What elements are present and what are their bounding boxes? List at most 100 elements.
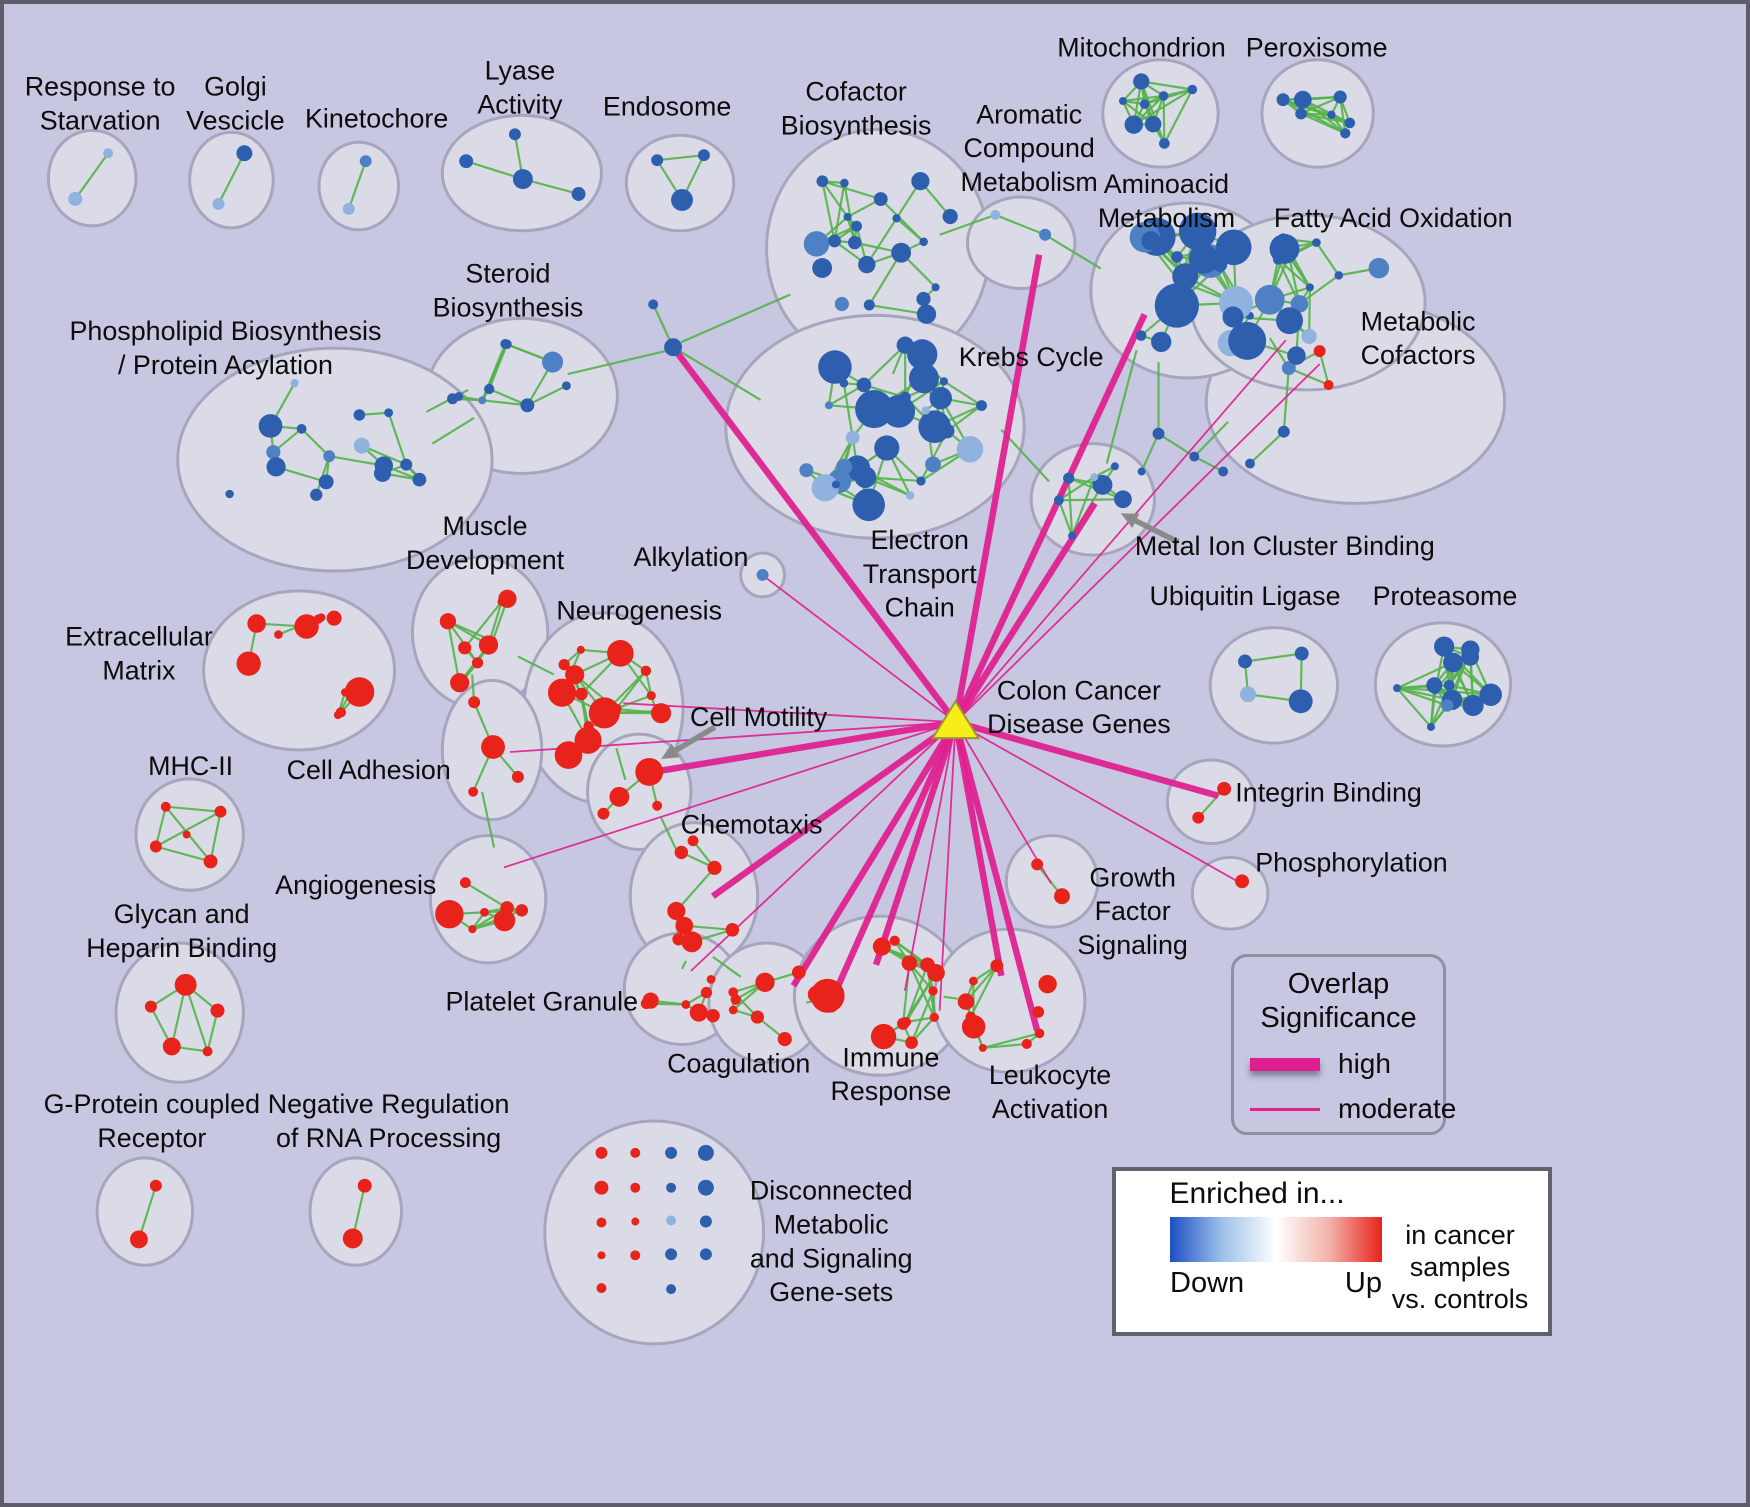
gene-set-node-chemotaxis[interactable] xyxy=(667,901,686,921)
gene-set-node-electron-transport-chain[interactable] xyxy=(899,391,911,404)
gene-set-node-lyase-activity[interactable] xyxy=(508,128,521,141)
gene-set-node-phosphorylation[interactable] xyxy=(1235,874,1250,889)
gene-set-node-mhc-ii[interactable] xyxy=(149,840,162,853)
gene-set-node-cell-motility[interactable] xyxy=(635,757,664,786)
gene-set-node-immune-response[interactable] xyxy=(824,998,839,1013)
gene-set-node-electron-transport-chain[interactable] xyxy=(956,435,984,463)
gene-set-node-neurogenesis[interactable] xyxy=(640,665,652,677)
gene-set-node-cell-motility[interactable] xyxy=(597,807,610,820)
gene-set-node-electron-transport-chain[interactable] xyxy=(925,456,941,473)
gene-set-node-disconnected-gene-sets[interactable] xyxy=(665,1248,678,1261)
gene-set-node-phospholipid-biosynthesis[interactable] xyxy=(266,445,281,460)
gene-set-node-aromatic-compound-metabolism[interactable] xyxy=(1039,228,1052,241)
gene-set-node-steroid-biosynthesis[interactable] xyxy=(454,392,464,401)
gene-set-node-glycan-heparin-binding[interactable] xyxy=(202,1046,213,1057)
gene-set-node-leukocyte-activation[interactable] xyxy=(969,976,978,986)
gene-set-node-phospholipid-biosynthesis[interactable] xyxy=(266,457,286,477)
gene-set-node-disconnected-gene-sets[interactable] xyxy=(699,1215,712,1228)
gene-set-node-disconnected-gene-sets[interactable] xyxy=(630,1182,641,1193)
gene-set-node-immune-response[interactable] xyxy=(901,955,918,971)
gene-set-node-steroid-biosynthesis[interactable] xyxy=(520,398,535,413)
gene-set-node-cofactor-biosynthesis[interactable] xyxy=(840,178,849,188)
gene-set-node-extracellular-matrix[interactable] xyxy=(326,610,342,626)
gene-set-node-chemotaxis[interactable] xyxy=(675,916,694,935)
gene-set-node-peroxisome[interactable] xyxy=(1276,93,1290,107)
gene-set-node-proteasome[interactable] xyxy=(1441,699,1454,712)
significance-edge-leukocyte-activation[interactable] xyxy=(952,721,1005,977)
gene-set-node-muscle-development[interactable] xyxy=(498,589,517,608)
gene-set-node-mhc-ii[interactable] xyxy=(214,805,227,818)
gene-set-node-aminoacid-metabolism[interactable] xyxy=(1174,276,1184,286)
significance-edge-aminoacid-metabolism[interactable] xyxy=(952,312,1148,724)
gene-set-node-metal-ion-cluster-binding[interactable] xyxy=(1110,462,1119,471)
gene-set-node-electron-transport-chain[interactable] xyxy=(916,476,926,486)
gene-set-node-glycan-heparin-binding[interactable] xyxy=(162,1037,181,1056)
gene-set-node-phospholipid-biosynthesis[interactable] xyxy=(225,489,234,499)
gene-set-node-electron-transport-chain[interactable] xyxy=(856,377,872,393)
gene-set-node-golgi-vescicle[interactable] xyxy=(236,145,253,162)
gene-set-node-cofactor-biosynthesis[interactable] xyxy=(916,291,931,307)
gene-set-node-muscle-development[interactable] xyxy=(452,677,467,692)
gene-set-node-chemotaxis[interactable] xyxy=(725,923,740,937)
gene-set-node-proteasome[interactable] xyxy=(1461,648,1480,666)
gene-set-node-proteasome[interactable] xyxy=(1443,679,1455,691)
gene-set-node-platelet-granule[interactable] xyxy=(706,974,716,984)
gene-set-node-fatty-acid-oxidation[interactable] xyxy=(1334,271,1344,280)
gene-set-node-immune-response[interactable] xyxy=(872,937,891,956)
significance-edge-chemotaxis[interactable] xyxy=(710,719,958,899)
gene-set-node-cofactor-biosynthesis[interactable] xyxy=(834,296,849,312)
gene-set-node-steroid-biosynthesis[interactable] xyxy=(562,381,571,391)
gene-set-node-ubiquitin-ligase[interactable] xyxy=(1238,654,1252,669)
gene-set-node-peroxisome[interactable] xyxy=(1293,90,1312,109)
gene-set-node-chemotaxis[interactable] xyxy=(707,860,722,875)
gene-set-node-neurogenesis[interactable] xyxy=(565,665,585,685)
gene-set-node-immune-response[interactable] xyxy=(929,1012,939,1023)
gene-set-node-electron-transport-chain[interactable] xyxy=(976,400,987,411)
significance-edge-steroid-hub[interactable] xyxy=(673,349,959,725)
gene-set-node-proteasome[interactable] xyxy=(1443,652,1463,673)
gene-set-node-neurogenesis[interactable] xyxy=(610,703,622,715)
gene-set-node-alkylation[interactable] xyxy=(756,568,769,581)
gene-set-node-phospholipid-biosynthesis[interactable] xyxy=(353,409,366,421)
gene-set-node-angiogenesis[interactable] xyxy=(515,904,529,917)
gene-set-node-muscle-development[interactable] xyxy=(471,657,484,669)
gene-set-node-aminoacid-metabolism[interactable] xyxy=(1171,251,1183,263)
gene-set-node-negative-regulation-rna-processing[interactable] xyxy=(357,1178,372,1193)
gene-set-node-platelet-granule[interactable] xyxy=(640,998,652,1010)
gene-set-node-proteasome[interactable] xyxy=(1462,694,1484,717)
gene-set-node-chemotaxis[interactable] xyxy=(681,931,703,953)
gene-set-node-endosome[interactable] xyxy=(697,149,710,162)
gene-set-node-cofactor-biosynthesis[interactable] xyxy=(812,258,833,278)
significance-edge-neurogenesis[interactable] xyxy=(623,702,956,724)
gene-set-node-electron-transport-chain[interactable] xyxy=(929,386,952,410)
gene-set-node-neurogenesis[interactable] xyxy=(583,721,594,732)
gene-set-node-metal-ion-cluster-binding[interactable] xyxy=(1053,495,1064,506)
gene-set-node-neurogenesis[interactable] xyxy=(575,687,588,701)
significance-edge-leukocyte-activation-b[interactable] xyxy=(952,721,1041,1032)
gene-set-node-disconnected-gene-sets[interactable] xyxy=(666,1215,677,1226)
gene-set-node-coagulation[interactable] xyxy=(728,987,739,998)
gene-set-node-neurogenesis[interactable] xyxy=(547,678,577,707)
significance-edge-coagulation[interactable] xyxy=(790,720,959,988)
gene-set-node-neurogenesis[interactable] xyxy=(574,726,602,754)
free-gene-set-node[interactable] xyxy=(1137,467,1146,476)
gene-set-node-proteasome[interactable] xyxy=(1479,683,1502,706)
gene-set-node-fatty-acid-oxidation[interactable] xyxy=(1312,238,1321,247)
gene-set-node-electron-transport-chain[interactable] xyxy=(824,401,833,410)
gene-set-node-phospholipid-biosynthesis[interactable] xyxy=(374,456,394,475)
gene-set-node-steroid-biosynthesis[interactable] xyxy=(542,351,564,373)
gene-set-node-platelet-granule[interactable] xyxy=(700,986,713,999)
gene-set-node-electron-transport-chain[interactable] xyxy=(831,480,840,489)
gene-set-node-leukocyte-activation[interactable] xyxy=(1034,1028,1045,1039)
gene-set-node-chemotaxis[interactable] xyxy=(687,835,699,847)
gene-set-node-kinetochore[interactable] xyxy=(342,202,355,215)
gene-set-node-ubiquitin-ligase[interactable] xyxy=(1288,689,1313,714)
gene-set-node-cofactor-biosynthesis[interactable] xyxy=(931,283,940,292)
colon-cancer-hub-triangle[interactable] xyxy=(930,699,981,740)
gene-set-node-metabolic-cofactors[interactable] xyxy=(1277,425,1290,438)
gene-set-node-disconnected-gene-sets[interactable] xyxy=(594,1180,609,1195)
gene-set-node-ubiquitin-ligase[interactable] xyxy=(1240,686,1256,703)
gene-set-node-metal-ion-cluster-binding[interactable] xyxy=(1068,531,1077,540)
gene-set-node-electron-transport-chain[interactable] xyxy=(818,350,852,384)
gene-set-node-electron-transport-chain[interactable] xyxy=(939,423,955,439)
